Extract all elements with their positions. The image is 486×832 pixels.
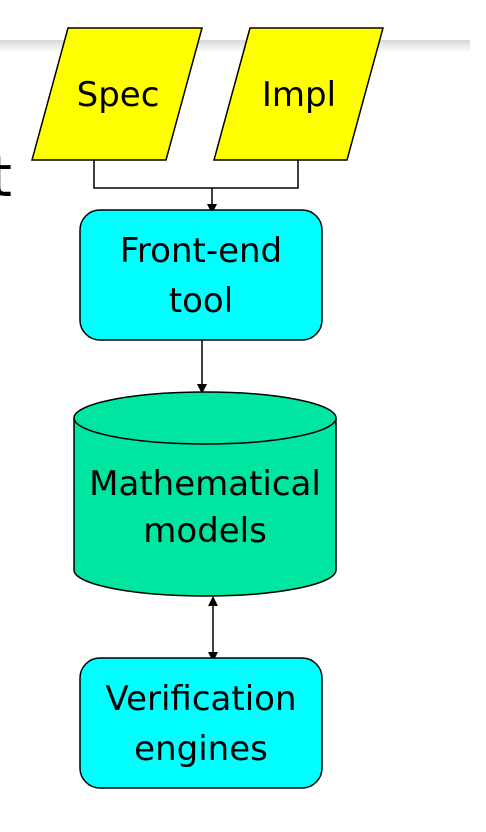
frontend-label-line2: tool (169, 281, 233, 321)
frontend-shape (79, 209, 323, 341)
spec-shape (31, 27, 203, 161)
frontend-label-line1: Front-end (120, 231, 282, 271)
impl-shape (213, 27, 384, 161)
spec-input-node: Spec (31, 27, 203, 161)
impl-label: Impl (262, 75, 336, 115)
models-cylinder-body (73, 418, 337, 597)
models-label-line1: Mathematical (89, 464, 321, 504)
impl-input-node: Impl (213, 27, 384, 161)
impl-connector (212, 160, 299, 189)
engines-shape (79, 657, 323, 789)
partial-title-text: t (0, 145, 12, 210)
frontend-tool-node: Front-end tool (79, 209, 323, 341)
spec-label: Spec (77, 75, 160, 115)
models-label-line2: models (143, 511, 267, 551)
spec-connector (93, 160, 212, 189)
engines-label-line2: engines (134, 729, 268, 769)
models-cylinder-top (73, 391, 337, 445)
engines-label-line1: Verification (105, 679, 296, 719)
mathematical-models-node: Mathematical models (73, 391, 337, 597)
verification-engines-node: Verification engines (79, 657, 323, 789)
